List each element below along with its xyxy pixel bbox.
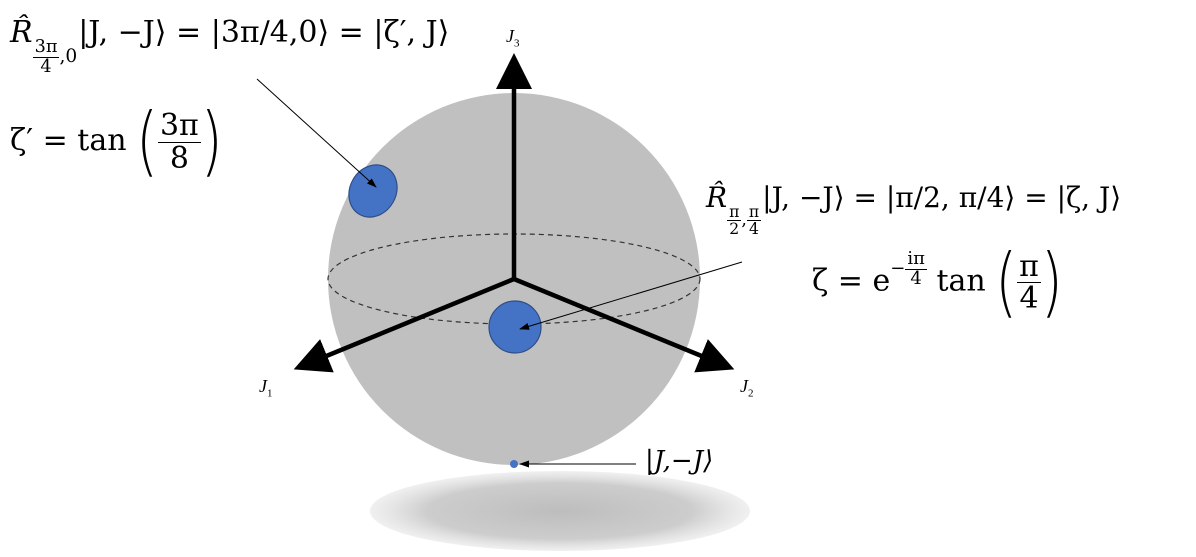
- axis-j2: [513, 276, 735, 373]
- axis-j1: [293, 276, 515, 373]
- state-disc-upper-left: [348, 164, 398, 218]
- sphere-shadow: [370, 471, 750, 551]
- pointer-upper-left: [256, 78, 377, 188]
- state-dot-south-pole: [510, 460, 518, 468]
- state-disc-equator: [488, 300, 542, 354]
- axis-label-j1: J1: [259, 376, 273, 400]
- south-pole-state-label: |J,−J⟩: [645, 446, 714, 476]
- axis-label-j2: J2: [740, 376, 754, 400]
- pointer-equator: [519, 261, 743, 330]
- axis-label-j3: J3: [506, 26, 520, 50]
